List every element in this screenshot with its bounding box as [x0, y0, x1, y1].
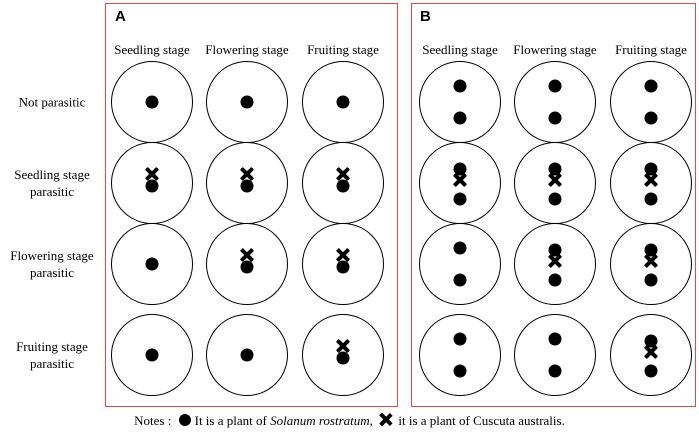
column-label: Seedling stage [114, 42, 190, 57]
solanum-plant-dot-icon [240, 179, 254, 193]
solanum-plant-dot-icon [336, 260, 350, 274]
notes-cross-text: it is a plant of Cuscuta australis. [398, 413, 565, 428]
solanum-plant-dot-icon [644, 273, 658, 287]
pot-circle [419, 314, 501, 396]
panel-a-frame [105, 3, 398, 407]
cuscuta-plant-cross-icon [548, 173, 562, 187]
pot-circle [514, 223, 596, 305]
solanum-plant-dot-icon [644, 79, 658, 93]
solanum-plant-dot-icon [240, 260, 254, 274]
cuscuta-plant-cross-icon [644, 345, 658, 359]
solanum-plant-dot-icon [548, 273, 562, 287]
cuscuta-plant-cross-icon [548, 254, 562, 268]
solanum-plant-dot-icon [145, 257, 159, 271]
column-label: Seedling stage [422, 42, 498, 57]
notes-prefix: Notes : [134, 413, 172, 428]
solanum-plant-dot-icon [336, 95, 350, 109]
solanum-plant-dot-icon [145, 95, 159, 109]
notes-dot-species: Solanum rostratum [270, 413, 370, 428]
pot-circle [419, 223, 501, 305]
column-label: Fruiting stage [307, 42, 379, 57]
notes-separator: , [369, 413, 373, 428]
pot-circle [419, 61, 501, 143]
solanum-plant-dot-icon [453, 192, 467, 206]
column-label: Flowering stage [513, 42, 597, 57]
pot-circle [206, 314, 288, 396]
solanum-plant-dot-icon [145, 179, 159, 193]
solanum-plant-dot-icon [453, 364, 467, 378]
solanum-plant-dot-icon [336, 179, 350, 193]
solanum-plant-dot-icon [240, 348, 254, 362]
solanum-plant-dot-icon [453, 79, 467, 93]
pot-circle [610, 223, 692, 305]
solanum-plant-dot-icon [336, 351, 350, 365]
pot-circle [610, 314, 692, 396]
pot-circle [514, 314, 596, 396]
pot-circle [302, 314, 384, 396]
column-label: Flowering stage [205, 42, 289, 57]
solanum-plant-dot-icon [548, 364, 562, 378]
column-label: Fruiting stage [615, 42, 687, 57]
cuscuta-plant-cross-icon [453, 173, 467, 187]
notes-dot-text: It is a plant of [194, 413, 271, 428]
dot-legend-icon [178, 414, 191, 426]
solanum-plant-dot-icon [644, 111, 658, 125]
solanum-plant-dot-icon [548, 192, 562, 206]
pot-circle [610, 61, 692, 143]
solanum-plant-dot-icon [644, 364, 658, 378]
solanum-plant-dot-icon [145, 348, 159, 362]
solanum-plant-dot-icon [240, 95, 254, 109]
cross-legend-icon [379, 413, 392, 426]
pot-circle [514, 61, 596, 143]
pot-circle [302, 223, 384, 305]
solanum-plant-dot-icon [453, 273, 467, 287]
solanum-plant-dot-icon [548, 332, 562, 346]
panel-letter: A [115, 8, 126, 25]
solanum-plant-dot-icon [453, 332, 467, 346]
pot-circle [111, 314, 193, 396]
cuscuta-plant-cross-icon [644, 173, 658, 187]
pot-circle [206, 223, 288, 305]
cuscuta-plant-cross-icon [644, 254, 658, 268]
solanum-plant-dot-icon [453, 241, 467, 255]
solanum-plant-dot-icon [548, 79, 562, 93]
pot-circle [111, 223, 193, 305]
notes-legend: Notes : It is a plant of Solanum rostrat… [0, 413, 699, 429]
panel-letter: B [420, 8, 431, 25]
panel-b-frame [411, 3, 696, 407]
row-label: Not parasitic [18, 94, 86, 110]
solanum-plant-dot-icon [644, 192, 658, 206]
solanum-plant-dot-icon [548, 111, 562, 125]
solanum-plant-dot-icon [453, 111, 467, 125]
